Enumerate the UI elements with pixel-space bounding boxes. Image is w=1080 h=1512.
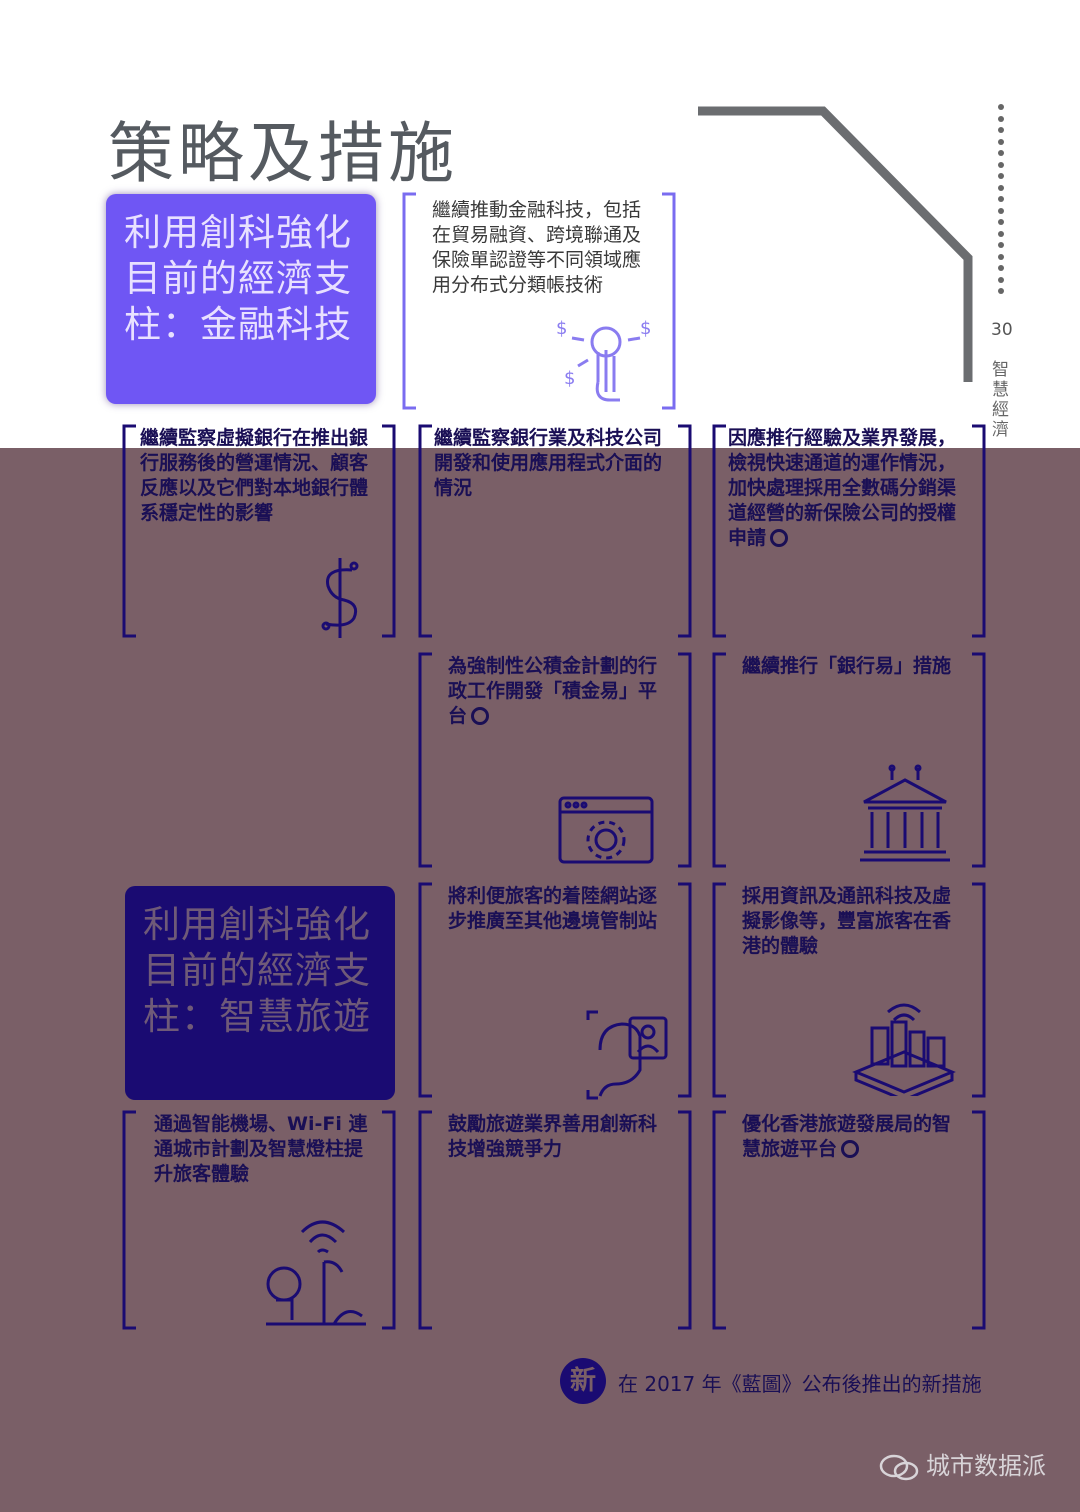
heading-tourism: 利用創科強化目前的經濟支柱：智慧旅遊 xyxy=(125,886,395,1100)
new-measure-marker xyxy=(471,707,490,725)
section-side-label: 智慧經濟 xyxy=(992,360,1009,440)
wechat-icon xyxy=(879,1454,919,1481)
measure-text-8: 採用資訊及通訊科技及虛擬影像等，豐富旅客在香港的體驗 xyxy=(742,885,952,957)
measure-text-5: 為強制性公積金計劃的行政工作開發「積金易」平台 xyxy=(448,655,658,727)
dotted-divider xyxy=(998,104,1006,304)
measure-text-3: 繼續監察銀行業及科技公司開發和使用應用程式介面的情況 xyxy=(434,427,663,499)
measure-text-6: 繼續推行「銀行易」措施 xyxy=(742,655,952,677)
digital-dollar-icon xyxy=(321,558,359,638)
svg-text:$: $ xyxy=(556,318,567,339)
heading-tourism-text: 利用創科強化目前的經濟支柱：智慧旅遊 xyxy=(143,903,371,1038)
measure-card-4: 因應推行經驗及業界發展，檢視快速通道的運作情況，加快處理採用全數碼分銷渠道經營的… xyxy=(712,424,986,638)
measure-card-10: 鼓勵旅遊業界善用創新科技增強競爭力 xyxy=(418,1110,692,1330)
measure-text-4: 因應推行經驗及業界發展，檢視快速通道的運作情況，加快處理採用全數碼分銷渠道經營的… xyxy=(728,427,957,549)
measure-card-8: 採用資訊及通訊科技及虛擬影像等，豐富旅客在香港的體驗 xyxy=(712,882,986,1098)
measure-card-11: 優化香港旅遊發展局的智慧旅遊平台 xyxy=(712,1110,986,1330)
heading-fintech-text: 利用創科強化目前的經濟支柱：金融科技 xyxy=(124,211,352,346)
new-measure-marker xyxy=(841,1140,860,1158)
measure-text-11: 優化香港旅遊發展局的智慧旅遊平台 xyxy=(742,1113,952,1160)
legend-text: 在 2017 年《藍圖》公布後推出的新措施 xyxy=(618,1372,982,1396)
measure-card-9: 通過智能機場、Wi-Fi 連通城市計劃及智慧燈柱提升旅客體驗 xyxy=(122,1110,396,1330)
svg-text:$: $ xyxy=(640,318,651,339)
watermark-text: 城市数据派 xyxy=(926,1452,1046,1480)
measure-card-2: 繼續監察虛擬銀行在推出銀行服務後的營運情況、顧客反應以及它們對本地銀行體系穩定性… xyxy=(122,424,396,638)
touch-money-icon: $ $ $ xyxy=(556,318,651,402)
measure-text-10: 鼓勵旅遊業界善用創新科技增強競爭力 xyxy=(448,1113,658,1160)
heading-fintech: 利用創科強化目前的經濟支柱：金融科技 xyxy=(106,194,376,404)
face-id-icon xyxy=(586,1010,668,1100)
watermark: 城市数据派 xyxy=(878,1446,1046,1482)
smart-city-icon xyxy=(852,1003,956,1096)
measure-card-7: 將利便旅客的着陸網站逐步推廣至其他邊境管制站 xyxy=(418,882,692,1100)
decorative-corner-line xyxy=(698,106,973,382)
measure-text-9: 通過智能機場、Wi-Fi 連通城市計劃及智慧燈柱提升旅客體驗 xyxy=(154,1113,368,1185)
new-measure-marker xyxy=(770,529,789,547)
measure-text-1: 繼續推動金融科技，包括在貿易融資、跨境聯通及保險單認證等不同領域應用分布式分類帳… xyxy=(432,199,642,296)
wifi-lamp-park-icon xyxy=(266,1220,366,1326)
measure-text-2: 繼續監察虛擬銀行在推出銀行服務後的營運情況、顧客反應以及它們對本地銀行體系穩定性… xyxy=(140,427,369,524)
measure-card-5: 為強制性公積金計劃的行政工作開發「積金易」平台 xyxy=(418,652,692,868)
svg-text:$: $ xyxy=(564,368,575,389)
new-badge: 新 xyxy=(560,1358,606,1404)
bank-building-icon xyxy=(860,764,950,862)
web-gear-icon xyxy=(558,796,654,864)
measure-card-6: 繼續推行「銀行易」措施 xyxy=(712,652,986,868)
page-title: 策略及措施 xyxy=(108,115,458,192)
measure-card-3: 繼續監察銀行業及科技公司開發和使用應用程式介面的情況 xyxy=(418,424,692,638)
measure-card-1: 繼續推動金融科技，包括在貿易融資、跨境聯通及保險單認證等不同領域應用分布式分類帳… xyxy=(402,192,676,410)
page-number: 30 xyxy=(991,320,1013,340)
measure-text-7: 將利便旅客的着陸網站逐步推廣至其他邊境管制站 xyxy=(448,885,658,932)
